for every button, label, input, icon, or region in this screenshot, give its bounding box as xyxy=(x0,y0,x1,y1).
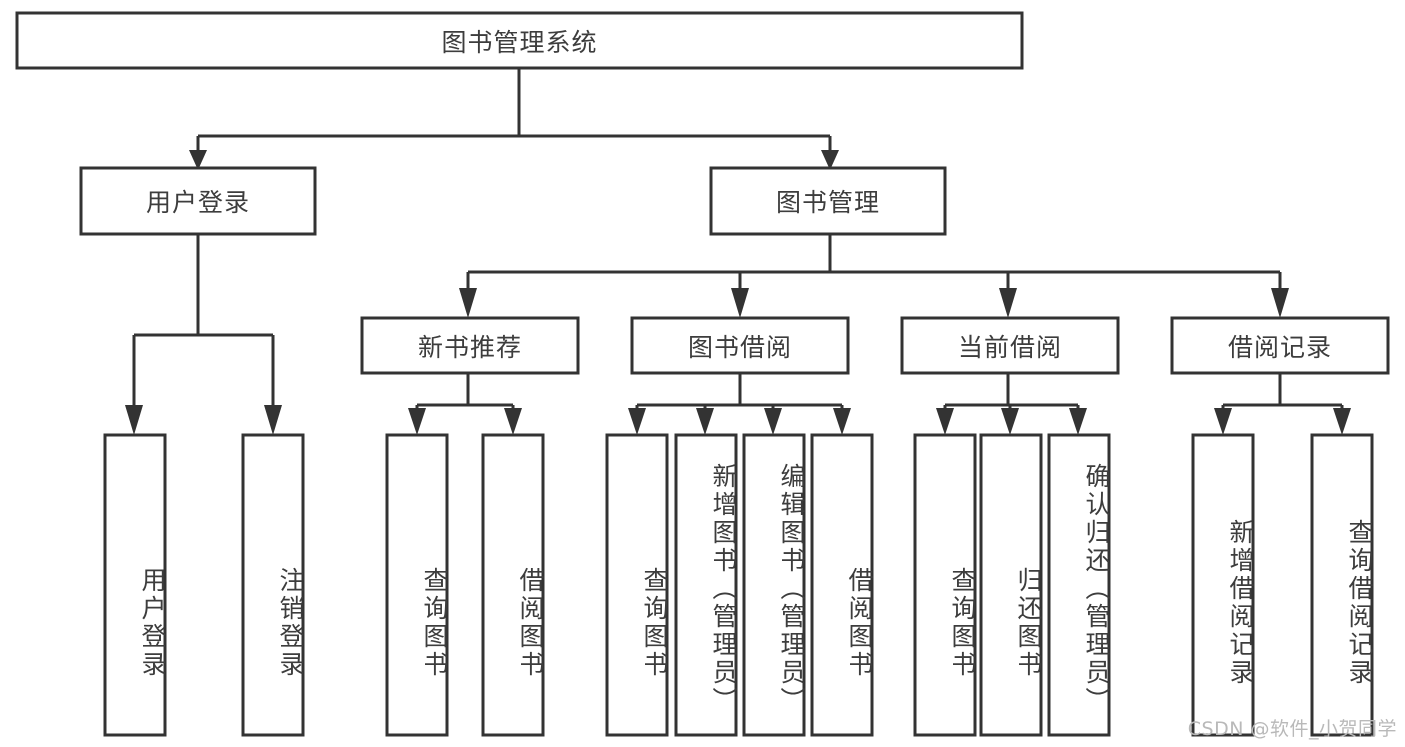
leaf-record-query[interactable] xyxy=(1310,433,1374,737)
node-book-management[interactable] xyxy=(709,166,947,236)
leaf-logout[interactable] xyxy=(241,433,305,737)
arrowhead-borrow-edit-book xyxy=(764,408,782,435)
arrowhead-current-confirm-return xyxy=(1069,408,1087,435)
arrowhead-record-add xyxy=(1214,408,1232,435)
arrowhead-borrow-borrow-book xyxy=(833,408,851,435)
arrowhead-new-book-recommend xyxy=(459,288,477,318)
arrowhead-leaf-user-login xyxy=(125,405,143,435)
leaf-user-login[interactable] xyxy=(103,433,167,737)
node-borrow-record[interactable] xyxy=(1170,316,1390,375)
node-root[interactable] xyxy=(15,11,1024,70)
node-book-borrow[interactable] xyxy=(630,316,850,375)
arrowhead-current-query-book xyxy=(936,408,954,435)
node-new-book-recommend[interactable] xyxy=(360,316,580,375)
leaf-record-add[interactable] xyxy=(1191,433,1255,737)
boxes-layer xyxy=(15,11,1390,737)
arrowhead-leaf-logout xyxy=(264,405,282,435)
leaf-recommend-query-book[interactable] xyxy=(385,433,449,737)
leaf-borrow-add-book[interactable] xyxy=(674,433,738,737)
connectors-layer xyxy=(125,68,1351,435)
arrowhead-current-borrow xyxy=(999,288,1017,318)
leaf-current-query-book[interactable] xyxy=(913,433,977,737)
arrowhead-recommend-query-book xyxy=(408,408,426,435)
arrowhead-current-return-book xyxy=(1001,408,1019,435)
leaf-current-return-book[interactable] xyxy=(979,433,1043,737)
leaf-recommend-borrow-book[interactable] xyxy=(481,433,545,737)
arrowhead-borrow-add-book xyxy=(696,408,714,435)
arrowhead-book-mgmt xyxy=(821,150,839,170)
node-user-login[interactable] xyxy=(79,166,317,236)
leaf-borrow-borrow-book[interactable] xyxy=(810,433,874,737)
arrowhead-record-query xyxy=(1333,408,1351,435)
arrowhead-borrow-record xyxy=(1271,288,1289,318)
leaf-borrow-query-book[interactable] xyxy=(605,433,669,737)
arrowhead-recommend-borrow-book xyxy=(504,408,522,435)
arrowhead-borrow-query-book xyxy=(628,408,646,435)
leaf-current-confirm-return[interactable] xyxy=(1047,433,1111,737)
node-current-borrow[interactable] xyxy=(900,316,1120,375)
arrowhead-user-login xyxy=(189,150,207,170)
arrowhead-book-borrow xyxy=(731,288,749,318)
watermark: CSDN @软件_小贺同学 xyxy=(1187,718,1397,740)
leaf-borrow-edit-book[interactable] xyxy=(742,433,806,737)
